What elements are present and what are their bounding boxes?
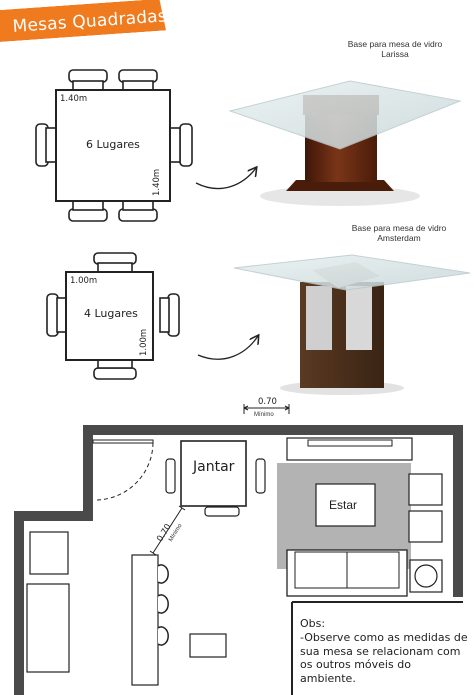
table-6-seats-drawing [35, 69, 193, 222]
larissa-base-image [228, 80, 462, 206]
note-line3: os outros móveis do ambiente. [300, 658, 411, 685]
amsterdam-caption-line1: Base para mesa de vidro [351, 223, 447, 233]
larissa-caption: Base para mesa de vidro Larissa [330, 39, 460, 60]
living-label: Estar [329, 498, 358, 512]
table-6-height: 1.40m [152, 168, 162, 196]
larissa-caption-line1: Base para mesa de vidro [347, 39, 443, 49]
dim-top-sub: Mínimo [254, 412, 274, 418]
arrow-to-amsterdam [197, 336, 258, 360]
note-line2: sua mesa se relacionam com [300, 644, 461, 658]
arrow-to-larissa [195, 168, 256, 190]
note-title: Obs: [300, 617, 326, 630]
table-6-width: 1.40m [60, 94, 88, 104]
amsterdam-base-image [233, 254, 471, 395]
table-6-label: 6 Lugares [86, 138, 140, 151]
note-block: Obs: -Observe como as medidas de sua mes… [300, 617, 470, 686]
dining-label: Jantar [193, 459, 235, 475]
table-4-seats-drawing [46, 252, 180, 380]
amsterdam-caption-line2: Amsterdam [377, 232, 421, 243]
dim-top-value: 0.70 [258, 397, 277, 407]
table-4-height: 1.00m [139, 328, 149, 356]
amsterdam-caption: Base para mesa de vidro Amsterdam [334, 223, 464, 244]
note-line1: -Observe como as medidas de [300, 630, 468, 644]
table-4-label: 4 Lugares [84, 307, 138, 320]
floor-plan [14, 404, 463, 695]
larissa-caption-line2: Larissa [381, 48, 409, 59]
table-4-width: 1.00m [70, 276, 98, 286]
